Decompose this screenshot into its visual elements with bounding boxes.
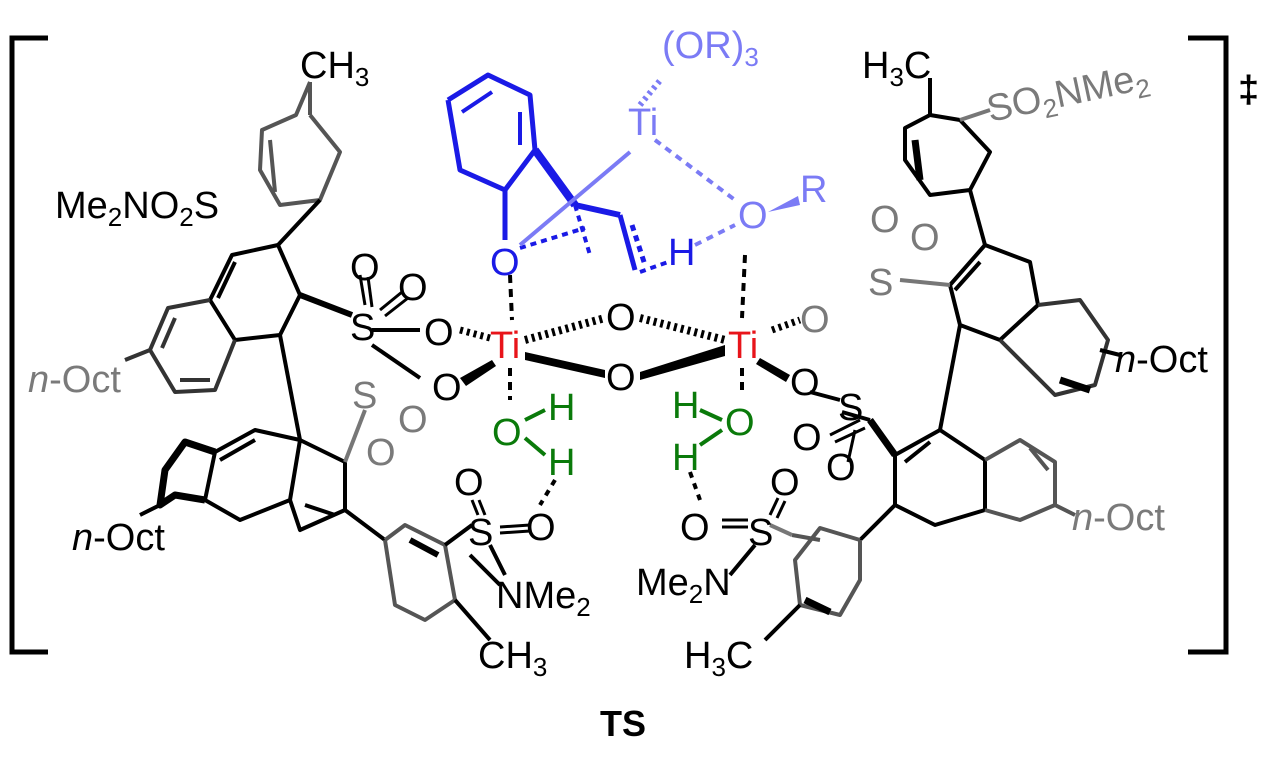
wedge-bond-ti-o-right: [640, 345, 725, 380]
label-s-right-upper: S: [868, 262, 893, 304]
label-o-blue: O: [490, 242, 520, 284]
left-bracket: [9, 35, 48, 655]
label-r: R: [800, 169, 827, 211]
label-s-right-lower: S: [838, 387, 863, 429]
right-skeleton-bonds: [763, 78, 1121, 642]
wedge-bond-o-r: [768, 196, 800, 212]
label-ti-top: Ti: [628, 102, 658, 144]
label-ch3-bl: CH3: [478, 635, 547, 682]
label-o-bl-2: O: [526, 507, 556, 549]
label-o-left-2: O: [398, 267, 428, 309]
label-o-right-2: O: [910, 217, 940, 259]
label-o-br-2: O: [680, 507, 710, 549]
label-nme2-bl: NMe2: [496, 575, 591, 622]
label-h-green-4: H: [672, 437, 699, 479]
label-noct-left-top: n-Oct: [28, 359, 121, 401]
label-me2no2s-left: Me2NO2S: [55, 185, 219, 232]
label-ti-right: Ti: [728, 325, 758, 367]
label-noct-right-top: n-Oct: [1115, 339, 1208, 381]
wedge-bond-ti-o-left: [525, 352, 605, 378]
atom-labels: CH3 Me2NO2S n-Oct n-Oct H3C SO2NMe2 n-Oc…: [28, 25, 1208, 682]
label-h3c-top-right: H3C: [862, 45, 931, 92]
label-noct-right-bottom: n-Oct: [1072, 497, 1165, 539]
label-noct-left-bottom: n-Oct: [72, 517, 165, 559]
ti-oR-complex-bonds: [518, 76, 737, 247]
label-o-right-5: O: [792, 417, 822, 459]
label-s-left-upper: S: [350, 307, 375, 349]
label-h-blue: H: [668, 232, 695, 274]
label-h-green-3: H: [672, 385, 699, 427]
label-o-bridge-top: O: [606, 297, 636, 339]
label-ch3-top: CH3: [300, 45, 369, 92]
label-so2nme2-top-right: SO2NMe2: [983, 56, 1153, 136]
label-o-left-5: O: [398, 399, 428, 441]
label-o-left-1: O: [350, 247, 380, 289]
label-o-right-3: O: [800, 299, 830, 341]
label-o-br-1: O: [770, 462, 800, 504]
label-o-left-3: O: [424, 312, 454, 354]
substrate-bonds: [445, 72, 669, 274]
ti-core-bonds: [358, 254, 871, 577]
label-o-r: O: [738, 195, 768, 237]
wedge-bond-ti-o-lower-left: [460, 360, 496, 386]
label-s-bottom-left: S: [468, 512, 493, 554]
right-bracket: [1188, 35, 1229, 655]
label-o-green-right: O: [725, 402, 755, 444]
wedge-bond-ti-o-lower-right: [756, 358, 790, 382]
label-s-left-lower: S: [352, 375, 377, 417]
water-bonds: [523, 408, 724, 457]
label-o-right-1: O: [870, 199, 900, 241]
label-h-green-2: H: [548, 442, 575, 484]
label-o-bridge-bottom: O: [606, 357, 636, 399]
label-o-green-left: O: [492, 412, 522, 454]
double-dagger: ‡: [1238, 69, 1259, 111]
label-o-left-6: O: [366, 432, 396, 474]
label-ti-left: Ti: [490, 325, 520, 367]
label-or3: (OR)3: [662, 25, 759, 72]
label-o-right-4: O: [790, 362, 820, 404]
label-o-left-4: O: [432, 367, 462, 409]
caption-ts: TS: [600, 703, 646, 744]
label-s-bottom-right: S: [748, 512, 773, 554]
label-h3c-br: H3C: [684, 635, 753, 682]
label-h-green-1: H: [548, 387, 575, 429]
label-o-right-6: O: [826, 447, 856, 489]
label-me2n-br: Me2N: [636, 562, 731, 609]
label-o-bl-1: O: [454, 462, 484, 504]
left-skeleton-bonds: [124, 81, 502, 642]
